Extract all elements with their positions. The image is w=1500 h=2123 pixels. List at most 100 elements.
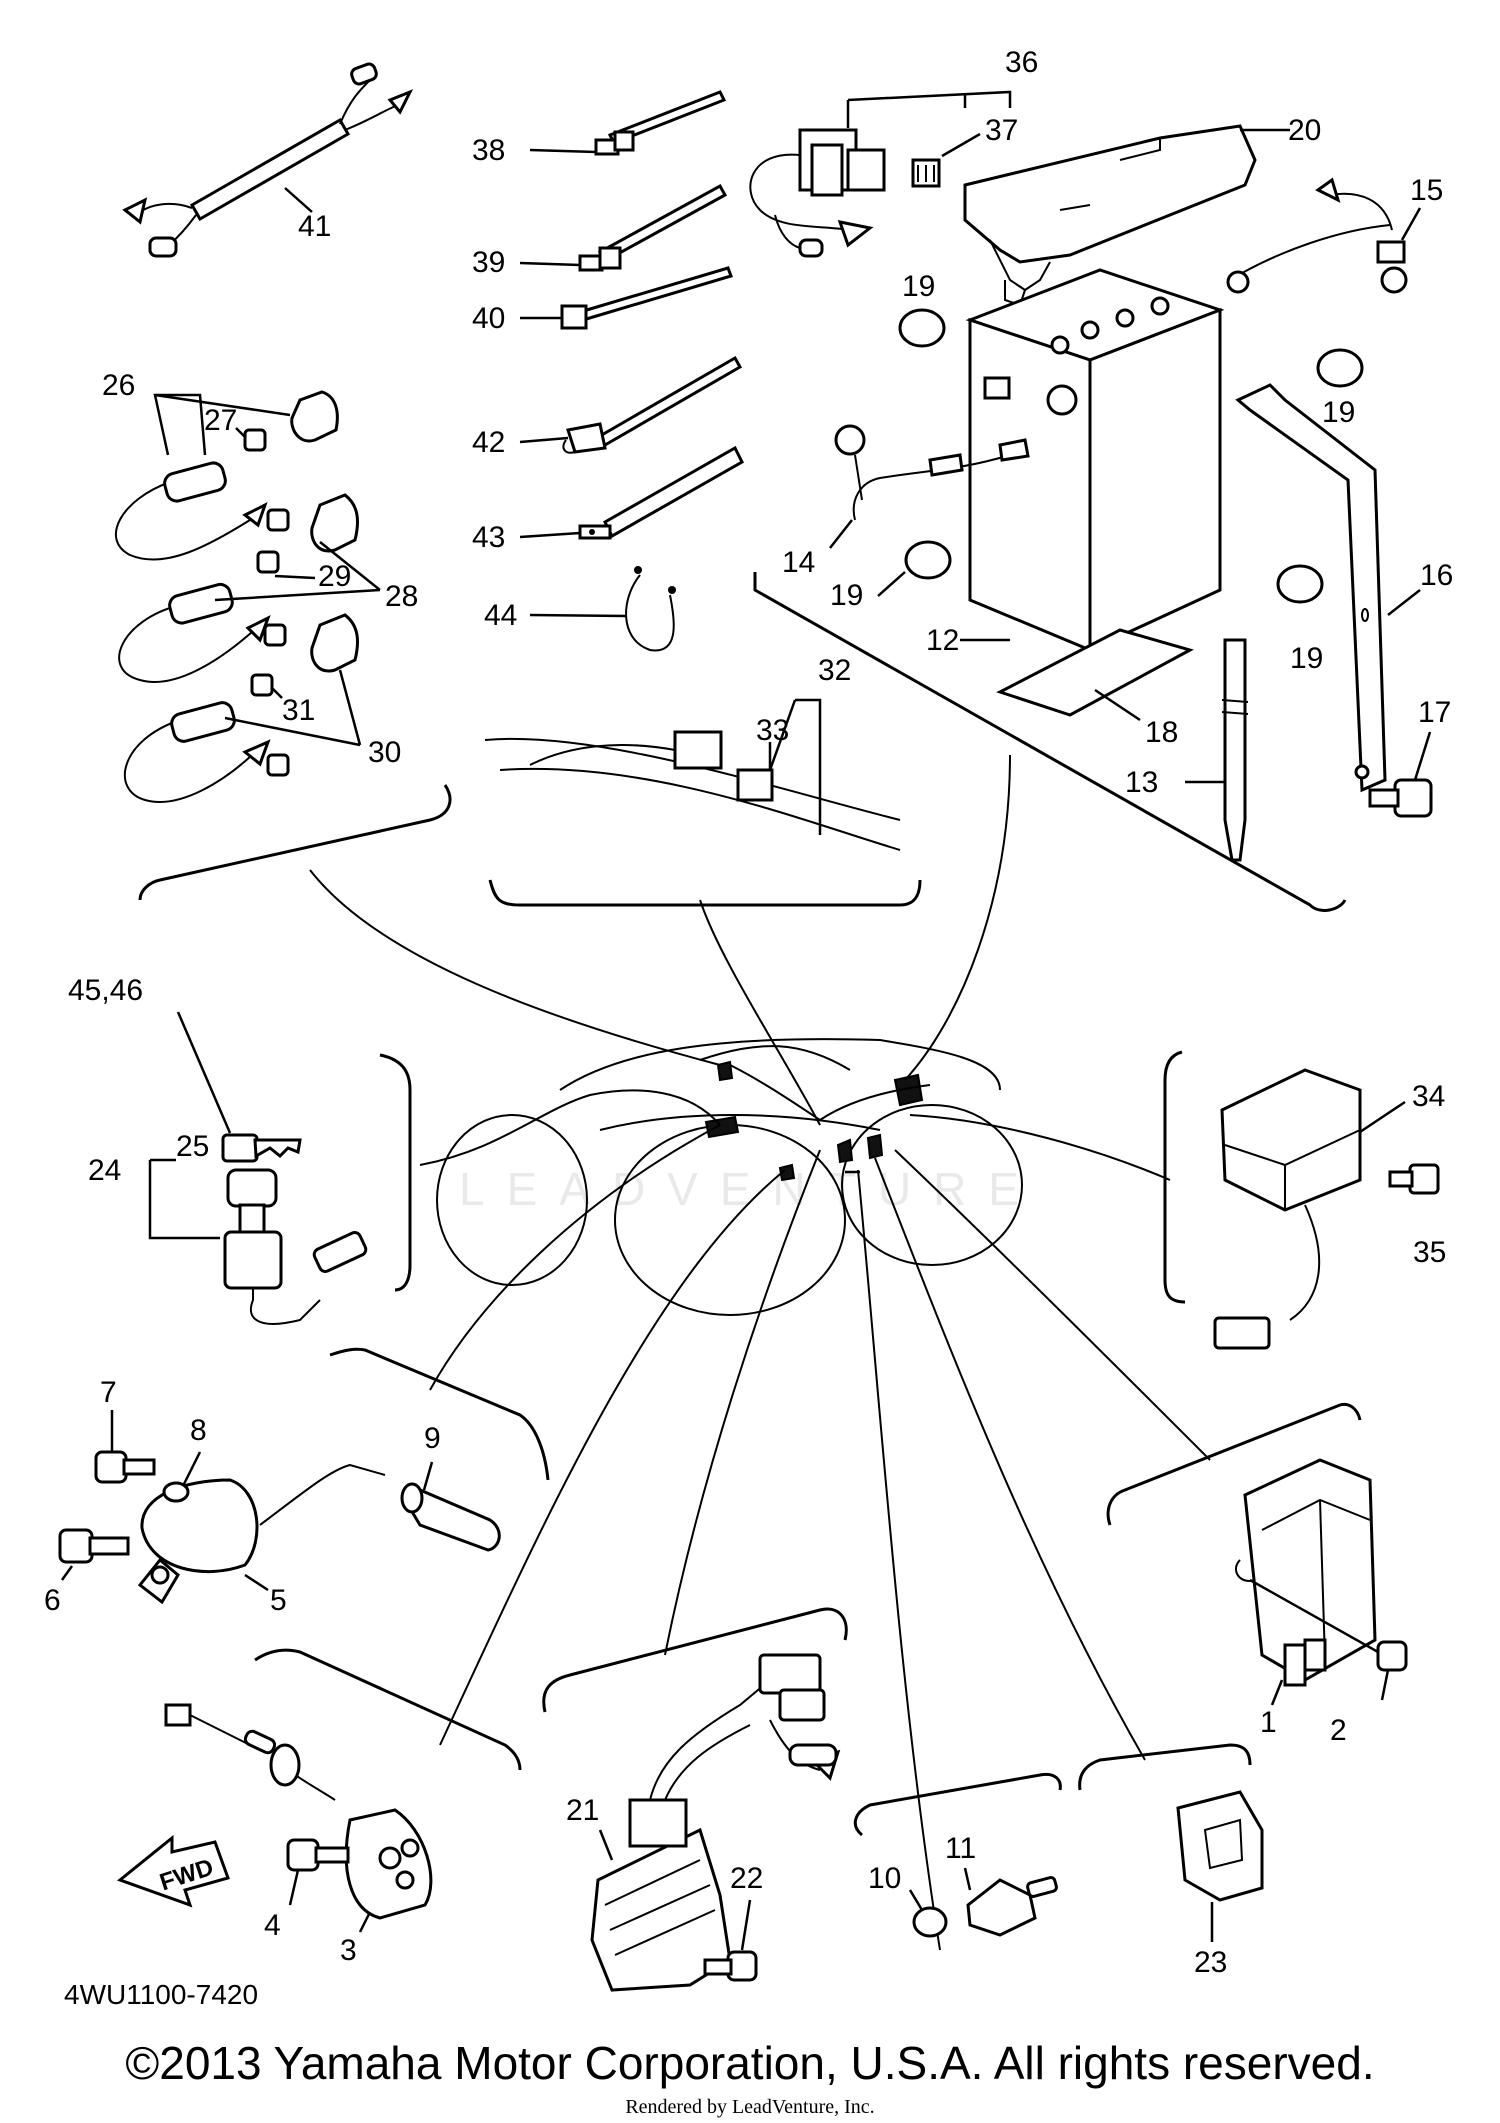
- callout-44: 44: [484, 599, 517, 632]
- plug-caps-bracket: [138, 784, 452, 901]
- callout-19b: 19: [1322, 396, 1355, 429]
- callout-30: 30: [368, 736, 401, 769]
- callout-33: 33: [756, 714, 789, 747]
- part-8-washer: [162, 1481, 190, 1503]
- part-15-ground-lead: [1226, 177, 1408, 294]
- cover-bracket: [1078, 1743, 1252, 1791]
- callout-10: 10: [868, 1862, 901, 1895]
- vehicle-body-outline: [436, 1038, 1023, 1316]
- callout-45-46: 45,46: [68, 974, 143, 1007]
- callout-3: 3: [340, 1934, 357, 1967]
- part-7-bolt: [94, 1450, 156, 1484]
- pickup-bracket: [254, 1648, 522, 1771]
- callout-39: 39: [472, 246, 505, 279]
- leader-lines: [309, 754, 1211, 1951]
- callout-4: 4: [264, 1909, 281, 1942]
- part-4-screw: [286, 1838, 350, 1872]
- callout-42: 42: [472, 426, 505, 459]
- frame-bracket: [488, 879, 922, 907]
- callout-15: 15: [1410, 174, 1443, 207]
- callout-19c: 19: [830, 579, 863, 612]
- callout-31: 31: [282, 694, 315, 727]
- part-42-band: [562, 355, 743, 454]
- part-10-washer: [912, 1906, 948, 1938]
- part-41-lead-wire: [122, 62, 414, 258]
- callout-8: 8: [190, 1414, 207, 1447]
- callout-32: 32: [818, 654, 851, 687]
- part-44-clip: [625, 566, 676, 652]
- copyright-notice: ©2013 Yamaha Motor Corporation, U.S.A. A…: [125, 2037, 1375, 2089]
- part-40-cable-tie: [560, 266, 733, 330]
- part-17-bolt: [1368, 778, 1433, 818]
- callout-34: 34: [1412, 1080, 1445, 1113]
- cdi-bracket: [1106, 1402, 1362, 1526]
- part-38-cable-tie: [594, 90, 727, 156]
- part-9-plug-cap: [400, 1482, 501, 1552]
- neutral-bracket: [853, 1772, 1062, 1837]
- part-12-battery: [965, 268, 1225, 653]
- diagram-code: 4WU1100-7420: [64, 1979, 258, 2010]
- callout-41: 41: [298, 210, 331, 243]
- part-43-band: [578, 445, 744, 540]
- part-45-46-key: [221, 1133, 302, 1163]
- callout-24: 24: [88, 1154, 121, 1187]
- part-3-pickup-coil: [164, 1703, 433, 1920]
- rendered-by-credit: Rendered by LeadVenture, Inc.: [625, 2096, 875, 2118]
- callout-14: 14: [782, 546, 815, 579]
- callout-1: 1: [1260, 1706, 1277, 1739]
- callout-38: 38: [472, 134, 505, 167]
- parts-26-31-plug-caps: [114, 390, 359, 803]
- part-13-breather-pipe: [1221, 638, 1249, 862]
- part-34-starter-relay: [1213, 1068, 1362, 1350]
- callout-26: 26: [102, 369, 135, 402]
- callout-27: 27: [204, 404, 237, 437]
- callout-40: 40: [472, 302, 505, 335]
- switch-bracket: [379, 1053, 412, 1292]
- callout-12: 12: [926, 624, 959, 657]
- part-22-screw: [703, 1950, 758, 1982]
- callout-19d: 19: [1290, 642, 1323, 675]
- part-11-switch: [966, 1876, 1058, 1937]
- part-21-rectifier-regulator: [590, 1653, 841, 1992]
- callout-36: 36: [1005, 46, 1038, 79]
- part-18-battery-pad: [996, 628, 1194, 717]
- part-1-cdi-unit: [1235, 1458, 1377, 1687]
- part-2-screw: [1249, 1578, 1408, 1672]
- part-37-connector: [911, 158, 941, 188]
- watermark: LEADVENTURE: [459, 1163, 1041, 1215]
- callout-2: 2: [1330, 1714, 1347, 1747]
- part-36-relay: [749, 128, 886, 258]
- callout-5: 5: [270, 1584, 287, 1617]
- callout-18: 18: [1145, 716, 1178, 749]
- part-19-grommets: [898, 308, 1364, 604]
- part-16-battery-band: [1235, 383, 1387, 793]
- part-23-coupler-cover: [1176, 1790, 1264, 1902]
- part-35-screw: [1388, 1163, 1440, 1195]
- callout-43: 43: [472, 521, 505, 554]
- coil-bracket: [329, 1347, 550, 1481]
- callout-16: 16: [1420, 559, 1453, 592]
- callout-23: 23: [1194, 1946, 1227, 1979]
- callout-7: 7: [100, 1376, 117, 1409]
- callout-37: 37: [985, 114, 1018, 147]
- part-14-battery-lead: [834, 424, 1030, 521]
- callout-20: 20: [1288, 114, 1321, 147]
- relay-bracket: [1163, 1050, 1186, 1304]
- callout-29: 29: [318, 560, 351, 593]
- part-6-bolt: [58, 1528, 130, 1564]
- fwd-arrow-icon: FWD: [116, 1834, 230, 1908]
- callout-21: 21: [566, 1794, 599, 1827]
- part-33-coupler: [484, 730, 901, 851]
- callout-28: 28: [385, 580, 418, 613]
- callout-13: 13: [1125, 766, 1158, 799]
- battery-group-bracket: [753, 572, 1347, 912]
- callout-11: 11: [945, 1832, 976, 1865]
- part-39-cable-tie: [578, 183, 728, 272]
- part-20-battery-cover: [963, 124, 1257, 307]
- regulator-bracket: [542, 1607, 848, 1713]
- callout-6: 6: [44, 1584, 61, 1617]
- callout-19a: 19: [902, 270, 935, 303]
- part-24-main-switch: [223, 1168, 368, 1325]
